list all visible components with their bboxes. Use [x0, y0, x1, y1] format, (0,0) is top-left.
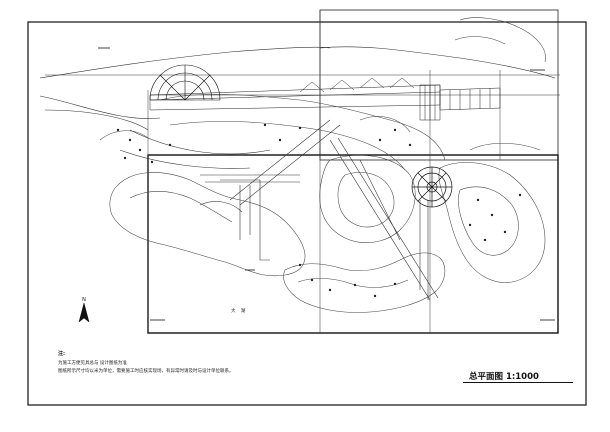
title-block: 总平面图 1:1000 [463, 371, 573, 383]
circular-plaza [411, 166, 453, 208]
north-label: N [82, 297, 86, 303]
drawing-title: 总平面图 1:1000 [469, 372, 539, 382]
promenade-structures [149, 77, 501, 121]
amphitheater [149, 64, 221, 101]
notes-line-2: 图纸所示尺寸均以米为单位，需要施工时应核实现场，有异常时请及时与设计单位联系。 [58, 369, 234, 375]
terrain-contours [99, 17, 546, 313]
lake-label: 大 湖 [231, 309, 248, 314]
notes-heading: 注: [58, 351, 65, 357]
north-arrow: N [78, 297, 90, 323]
notes-block: 注: 为施工方便见具总与 设计图纸为准 图纸所示尺寸均以米为单位，需要施工时应核… [58, 350, 438, 377]
walkways [119, 119, 439, 301]
title-underline [463, 382, 573, 383]
sheet-border [27, 21, 587, 406]
north-arrow-icon [78, 302, 90, 323]
site-markers [116, 123, 522, 298]
section-marks [98, 47, 555, 321]
river-edge [39, 46, 556, 131]
grid-lines [45, 10, 560, 333]
notes-line-1: 为施工方便见具总与 设计图纸为准 [58, 360, 127, 366]
